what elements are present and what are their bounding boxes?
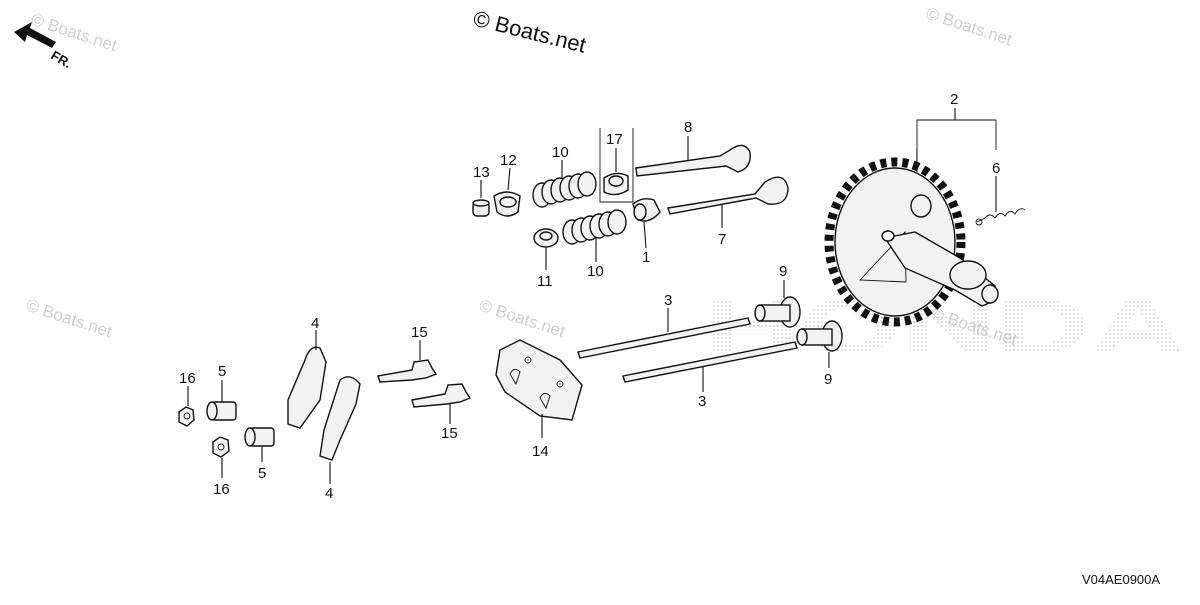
front-arrow-icon: [14, 22, 56, 48]
front-marker-label: FR.: [49, 48, 75, 71]
callout-4-upper[interactable]: 4: [311, 315, 319, 332]
decomp-spring-part: [975, 208, 1026, 226]
callout-10-lower[interactable]: 10: [587, 263, 604, 280]
callout-15-lower[interactable]: 15: [441, 425, 458, 442]
diagram-code: V04AE0900A: [1082, 572, 1160, 587]
valve-spring-upper-part: [532, 171, 597, 208]
callout-7[interactable]: 7: [718, 231, 726, 248]
pivot-bolt-lower-part: [244, 427, 275, 447]
lock-nut-lower-part: [212, 436, 230, 458]
callout-15-upper[interactable]: 15: [411, 324, 428, 341]
callout-12[interactable]: 12: [500, 152, 517, 169]
callout-8[interactable]: 8: [684, 119, 692, 136]
valve-seal-part: [603, 172, 629, 196]
spring-retainer-lower-part: [533, 228, 559, 248]
bracket-17: [599, 128, 634, 203]
rocker-arm-upper-part: [287, 346, 327, 429]
callout-3-upper[interactable]: 3: [664, 292, 672, 309]
watermark: © Boats.net: [924, 4, 1015, 50]
callout-6[interactable]: 6: [992, 160, 1000, 177]
callout-3-lower[interactable]: 3: [698, 393, 706, 410]
callout-5-lower[interactable]: 5: [258, 465, 266, 482]
leader-lines: [187, 108, 997, 484]
intake-valve-part: [667, 176, 789, 215]
valve-lifter-upper-part: [754, 296, 801, 328]
watermark: © Boats.net: [477, 296, 568, 342]
rocker-arm-lower-part: [319, 376, 361, 461]
spring-retainer-part: [493, 191, 521, 217]
guide-plate-part: [495, 339, 583, 421]
callout-4-lower[interactable]: 4: [325, 485, 333, 502]
callout-17[interactable]: 17: [606, 131, 623, 148]
watermark: © Boats.net: [29, 10, 120, 56]
valve-spring-lower-part: [562, 209, 627, 245]
callout-1[interactable]: 1: [642, 249, 650, 266]
pivot-stud-upper-part: [377, 359, 438, 383]
push-rod-upper-part: [577, 317, 751, 359]
callout-9-upper[interactable]: 9: [779, 263, 787, 280]
callout-16-lower[interactable]: 16: [213, 481, 230, 498]
watermark: © Boats.net: [24, 296, 115, 342]
stem-seal-part: [632, 197, 661, 222]
push-rod-lower-part: [622, 341, 798, 383]
camshaft-gear-part: [824, 157, 999, 327]
copyright-text: © Boats.net: [471, 6, 589, 58]
callout-11[interactable]: 11: [537, 273, 553, 290]
callout-16-upper[interactable]: 16: [179, 370, 196, 387]
callout-5-upper[interactable]: 5: [218, 363, 226, 380]
lock-nut-upper-part: [178, 406, 195, 427]
callout-9-lower[interactable]: 9: [824, 371, 832, 388]
callout-14[interactable]: 14: [532, 443, 549, 460]
valve-cap-part: [472, 199, 490, 217]
pivot-stud-lower-part: [411, 383, 472, 408]
callout-13[interactable]: 13: [473, 164, 490, 181]
exhaust-valve-part: [635, 144, 751, 177]
callout-2[interactable]: 2: [950, 91, 958, 108]
pivot-bolt-upper-part: [206, 401, 237, 421]
valve-lifter-lower-part: [796, 320, 843, 352]
callout-10-upper[interactable]: 10: [552, 144, 569, 161]
